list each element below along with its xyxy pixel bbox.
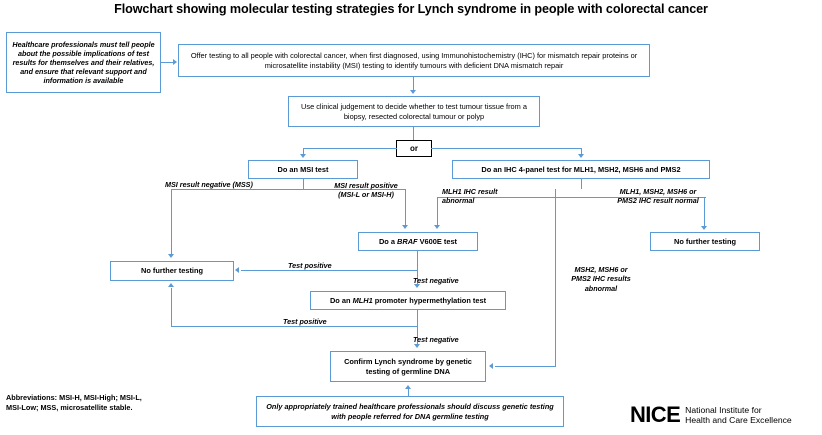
connector-or-left [303,148,397,150]
edge-label-mlh1-test-negative: Test negative [413,335,459,344]
connector-or-left-down [303,148,305,155]
arrowhead-braf-negative [414,284,421,288]
arrowhead-msi-negative [168,254,175,258]
node-braf-test: Do a BRAF V600E test [358,232,478,251]
nice-logo-line1: National Institute for [685,404,762,415]
connector-msi-down-stub [303,179,305,189]
arrowhead-msh2-abnormal [489,363,493,369]
connector-confirm-to-note [408,389,410,397]
node-advice-note: Healthcare professionals must tell peopl… [6,32,161,93]
connector-msi-negative-v [171,189,173,255]
node-or-decision: or [396,140,432,157]
edge-label-msi-positive: MSI result positive (MSI-L or MSI-H) [334,181,398,200]
braf-gene-italic: BRAF [397,236,418,246]
abbreviations-note: Abbreviations: MSI-H, MSI-High; MSI-L, M… [6,393,142,412]
connector-braf-neg-v [417,251,419,285]
node-clinical-judgement: Use clinical judgement to decide whether… [288,96,540,127]
connector-offer-to-judgement [413,77,415,91]
arrowhead-or-to-ihc [577,154,584,158]
mlh1-gene-italic: MLH1 [352,295,373,305]
nice-logo-subtitle: National Institute for Health and Care E… [685,404,792,425]
connector-msh2-abnormal-h [495,366,556,368]
connector-msi-negative-h [171,189,304,191]
connector-or-right-down [580,148,582,155]
arrowhead-offer-to-judgement [410,90,417,94]
node-mlh1-hypermethylation-test: Do an MLH1 promoter hypermethylation tes… [310,291,506,310]
connector-mlh1-neg-v [417,310,419,345]
connector-advice-to-offer [161,62,174,64]
arrowhead-ihc-normal [701,226,708,230]
connector-judgement-to-or [413,127,415,140]
connector-mlh1-abnormal-v [437,197,439,226]
connector-braf-pos-h [241,270,418,272]
connector-ihc-normal-h [580,197,706,199]
arrowhead-msi-positive [402,225,408,229]
connector-msi-positive-h [303,189,406,191]
connector-mlh1-abnormal-h [437,197,582,199]
node-ihc-panel-test: Do an IHC 4-panel test for MLH1, MSH2, M… [452,160,710,179]
arrowhead-mlh1-abnormal [434,225,441,229]
arrowhead-braf-positive [235,267,239,274]
edge-label-braf-test-negative: Test negative [413,276,459,285]
page-title: Flowchart showing molecular testing stra… [114,2,708,16]
edge-label-msh2-abnormal: MSH2, MSH6 or PMS2 IHC results abnormal [571,265,631,293]
nice-logo-line2: Health and Care Excellence [685,414,792,425]
connector-mlh1-pos-v2 [171,288,173,327]
edge-label-mlh1-test-positive: Test positive [283,317,327,326]
node-offer-testing: Offer testing to all people with colorec… [178,44,650,77]
edge-label-ihc-normal: MLH1, MSH2, MSH6 or PMS2 IHC result norm… [617,187,699,206]
arrowhead-mlh1-negative [414,344,421,348]
edge-label-msi-negative: MSI result negative (MSS) [165,180,253,189]
edge-label-braf-test-positive: Test positive [288,261,332,270]
arrowhead-mlh1-positive [168,283,175,287]
connector-msh2-abnormal-v [555,189,557,367]
node-msi-test: Do an MSI test [248,160,358,179]
connector-or-right [431,148,582,150]
node-no-further-testing-left: No further testing [110,261,234,281]
node-no-further-testing-right: No further testing [650,232,760,251]
node-trained-professionals-note: Only appropriately trained healthcare pr… [256,396,564,427]
nice-logo: NICE National Institute for Health and C… [630,404,792,426]
arrowhead-advice-to-offer [173,58,177,65]
nice-logo-mark: NICE [630,402,681,427]
arrowhead-confirm-to-note [405,385,412,389]
node-confirm-lynch: Confirm Lynch syndrome by genetic testin… [330,351,486,382]
connector-ihc-down-stub [580,179,582,189]
connector-ihc-normal-v [704,197,706,226]
node-braf-test-label: Do a BRAF V600E test [378,236,458,246]
connector-mlh1-pos-h [171,326,418,328]
edge-label-mlh1-abnormal: MLH1 IHC result abnormal [442,187,498,206]
arrowhead-or-to-msi [299,154,306,158]
node-mlh1-test-label: Do an MLH1 promoter hypermethylation tes… [329,295,487,305]
connector-msi-positive-v [404,189,407,226]
